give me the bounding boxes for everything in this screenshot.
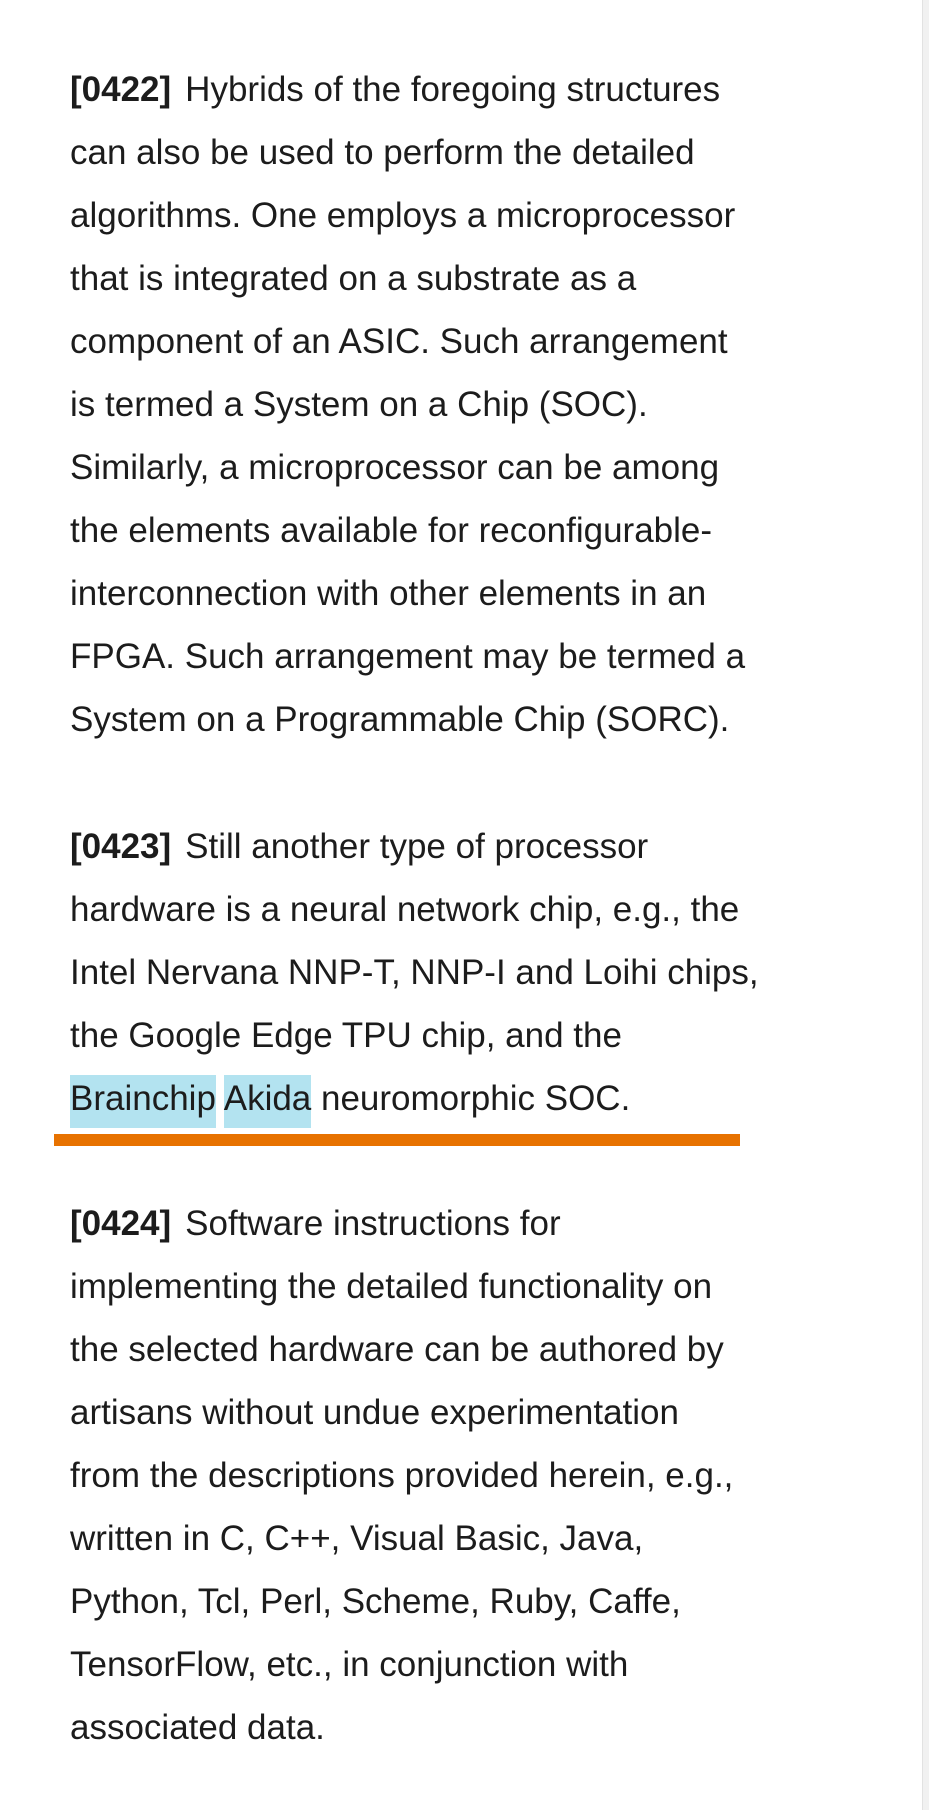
paragraph-number: [0424] (70, 1204, 172, 1243)
scrollbar-edge (922, 0, 929, 1810)
paragraph-0422: [0422]Hybrids of the foregoing structure… (70, 70, 746, 739)
paragraph-number: [0423] (70, 827, 172, 866)
paragraph-0423: [0423]Still another type of processor ha… (70, 815, 870, 1130)
underline-annotation (54, 1134, 740, 1146)
paragraph-number: [0422] (70, 70, 172, 109)
paragraph-0424: [0424]Software instructions for implemen… (70, 1204, 734, 1747)
highlighted-text[interactable]: Akida (223, 1075, 312, 1128)
highlighted-text[interactable]: Brainchip (70, 1075, 216, 1128)
